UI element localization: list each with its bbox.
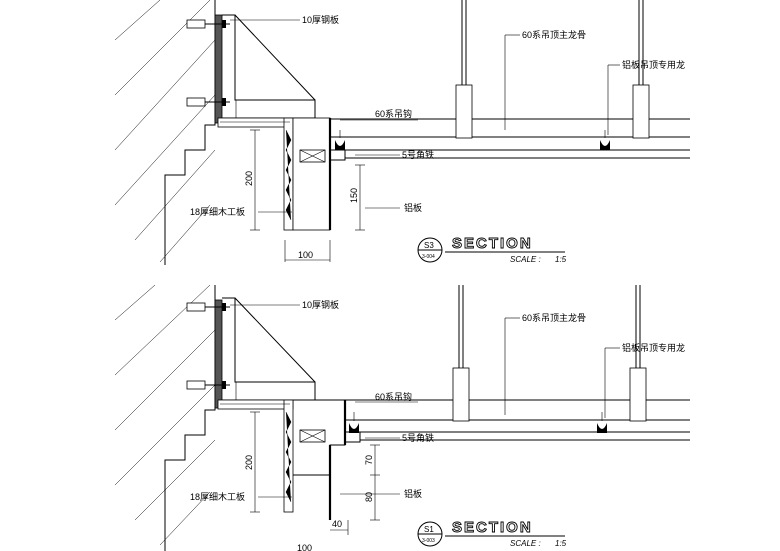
aluminum-panel <box>293 399 347 520</box>
concrete-outline <box>164 285 216 551</box>
section-detail-s1: 10厚钢板 60系吊顶主龙骨 铝板吊顶专用龙 60系吊钩 5号角铁 18厚细木工… <box>114 284 690 551</box>
dim-step-lower: 80 <box>364 492 374 502</box>
ceiling-keel-system <box>330 0 690 161</box>
anchor-bolt <box>186 19 230 107</box>
section-sheet: 3-003 <box>422 538 435 544</box>
concrete-hatch <box>114 0 216 263</box>
section-title: SECTION <box>452 235 533 252</box>
anchor-bolt <box>186 302 230 390</box>
scale-value: 1:5 <box>555 255 567 264</box>
section-title-block: S1 3-003 SECTION SCALE : 1:5 <box>417 519 567 548</box>
label-hook: 60系吊钩 <box>375 108 412 119</box>
label-special-keel: 铝板吊顶专用龙 <box>622 59 685 70</box>
label-aluminum-panel: 铝板 <box>404 202 422 213</box>
aluminum-panel <box>292 117 332 231</box>
scale-label: SCALE : <box>510 255 541 264</box>
dim-step-upper: 70 <box>364 455 374 465</box>
section-sheet: 3-004 <box>422 254 435 260</box>
concrete-hatch <box>114 284 216 546</box>
dimension-lines <box>250 129 365 262</box>
section-title: SECTION <box>452 519 533 536</box>
dimension-lines <box>250 411 380 535</box>
section-number: S1 <box>424 525 434 534</box>
label-angle-iron: 5号角铁 <box>402 149 434 160</box>
dim-panel-drop: 150 <box>349 188 359 203</box>
section-title-block: S3 3-004 SECTION SCALE : 1:5 <box>417 235 567 264</box>
dim-height-board: 200 <box>244 455 254 470</box>
label-hook: 60系吊钩 <box>375 391 412 402</box>
dim-width-bottom: 40 <box>332 519 342 529</box>
label-steel-plate: 10厚钢板 <box>302 299 339 310</box>
scale-value: 1:5 <box>555 539 567 548</box>
label-special-keel: 铝板吊顶专用龙 <box>622 342 685 353</box>
label-angle-iron: 5号角铁 <box>402 432 434 443</box>
label-steel-plate: 10厚钢板 <box>302 14 339 25</box>
section-detail-s3: 10厚钢板 60系吊顶主龙骨 铝板吊顶专用龙 60系吊钩 5号角铁 18厚细木工… <box>114 0 690 265</box>
concrete-outline <box>164 0 216 265</box>
dim-width-bottom: 100 <box>298 250 313 260</box>
section-number: S3 <box>424 241 434 250</box>
annotation-leaders <box>230 304 620 498</box>
steel-bracket <box>222 297 316 401</box>
dim-cut: 100 <box>297 543 312 551</box>
plywood-board <box>217 399 294 513</box>
dim-height-board: 200 <box>244 171 254 186</box>
steel-plate <box>214 299 223 409</box>
steel-bracket <box>222 14 316 119</box>
label-aluminum-panel: 铝板 <box>404 488 422 499</box>
label-main-keel: 60系吊顶主龙骨 <box>522 29 586 40</box>
label-plywood: 18厚细木工板 <box>190 206 245 217</box>
annotation-leaders <box>230 19 620 213</box>
label-plywood: 18厚细木工板 <box>190 491 245 502</box>
label-main-keel: 60系吊顶主龙骨 <box>522 312 586 323</box>
ceiling-keel-system <box>345 285 690 443</box>
steel-plate <box>214 14 223 124</box>
scale-label: SCALE : <box>510 539 541 548</box>
